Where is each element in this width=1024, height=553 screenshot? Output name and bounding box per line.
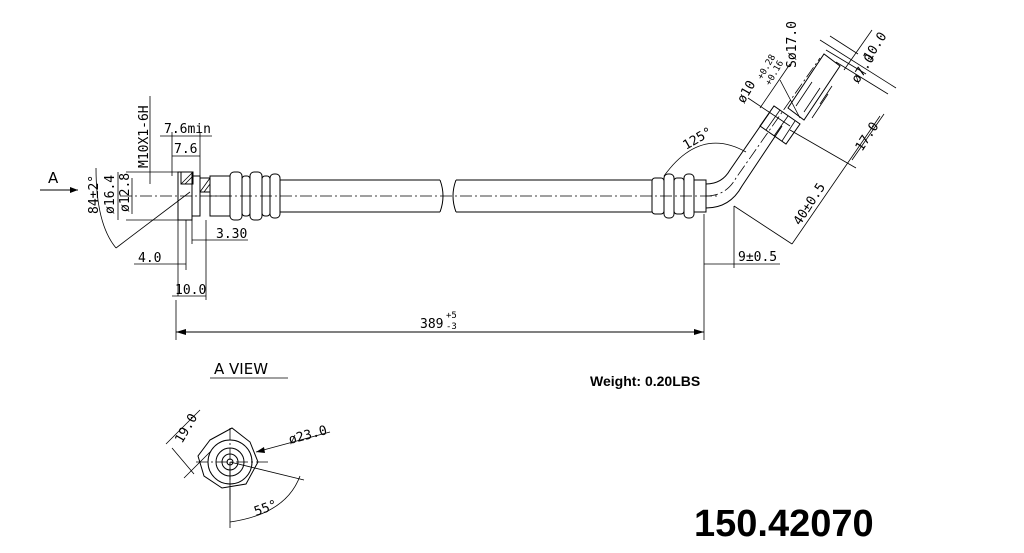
dim-dia-16-4: ø16.4: [103, 175, 118, 214]
dim-40: 40±0.5: [791, 181, 829, 229]
dim-dia-10: ø10: [734, 78, 759, 106]
weight-label: Weight: 0.20LBS: [590, 373, 700, 389]
dim-sphere-17: Sø17.0: [785, 21, 800, 68]
dim-7-6: 7.6: [174, 142, 197, 157]
view-title: A VIEW: [214, 360, 268, 378]
dim-10-0-right: 10.0: [861, 30, 891, 64]
dim-7-6-min: 7.6min: [164, 122, 211, 137]
view-marker-label: A: [48, 169, 59, 187]
dim-total-tol-plus: +5: [446, 311, 457, 321]
view-dim-19: 19.0: [172, 411, 201, 446]
overall-length-dimension: 389 +5 -3: [175, 214, 705, 340]
left-dimension-lines: A M10X1-6H 7.6min 7.6 ø16.4 ø12.8 84±2° …: [40, 96, 248, 300]
view-dim-angle-55: 55°: [252, 498, 279, 520]
dim-9: 9±0.5: [738, 250, 777, 265]
thread-spec-label: M10X1-6H: [137, 105, 152, 168]
dim-angle-84: 84±2°: [87, 175, 102, 214]
dim-3-30: 3.30: [216, 227, 247, 242]
dim-total-length: 389: [420, 317, 443, 332]
dim-angle-125: 125°: [681, 125, 716, 154]
dim-dia-12-8: ø12.8: [118, 173, 133, 212]
dim-10-0-left: 10.0: [175, 283, 206, 298]
dim-17: 17.0: [853, 120, 883, 154]
right-dimension-lines: 125° 9±0.5 40±0.5 17.0 ø7.0 10.0 Sø17.0 …: [663, 21, 897, 268]
view-dim-dia-23: ø23.0: [287, 423, 329, 448]
dim-4-0: 4.0: [138, 251, 161, 266]
hose-body: [120, 179, 720, 213]
dim-total-tol-minus: -3: [446, 322, 457, 332]
a-view-detail: A VIEW 19.0 ø23.0 55°: [165, 360, 331, 528]
right-crimp-collar: [651, 173, 707, 219]
part-number: 150.42070: [694, 503, 874, 545]
